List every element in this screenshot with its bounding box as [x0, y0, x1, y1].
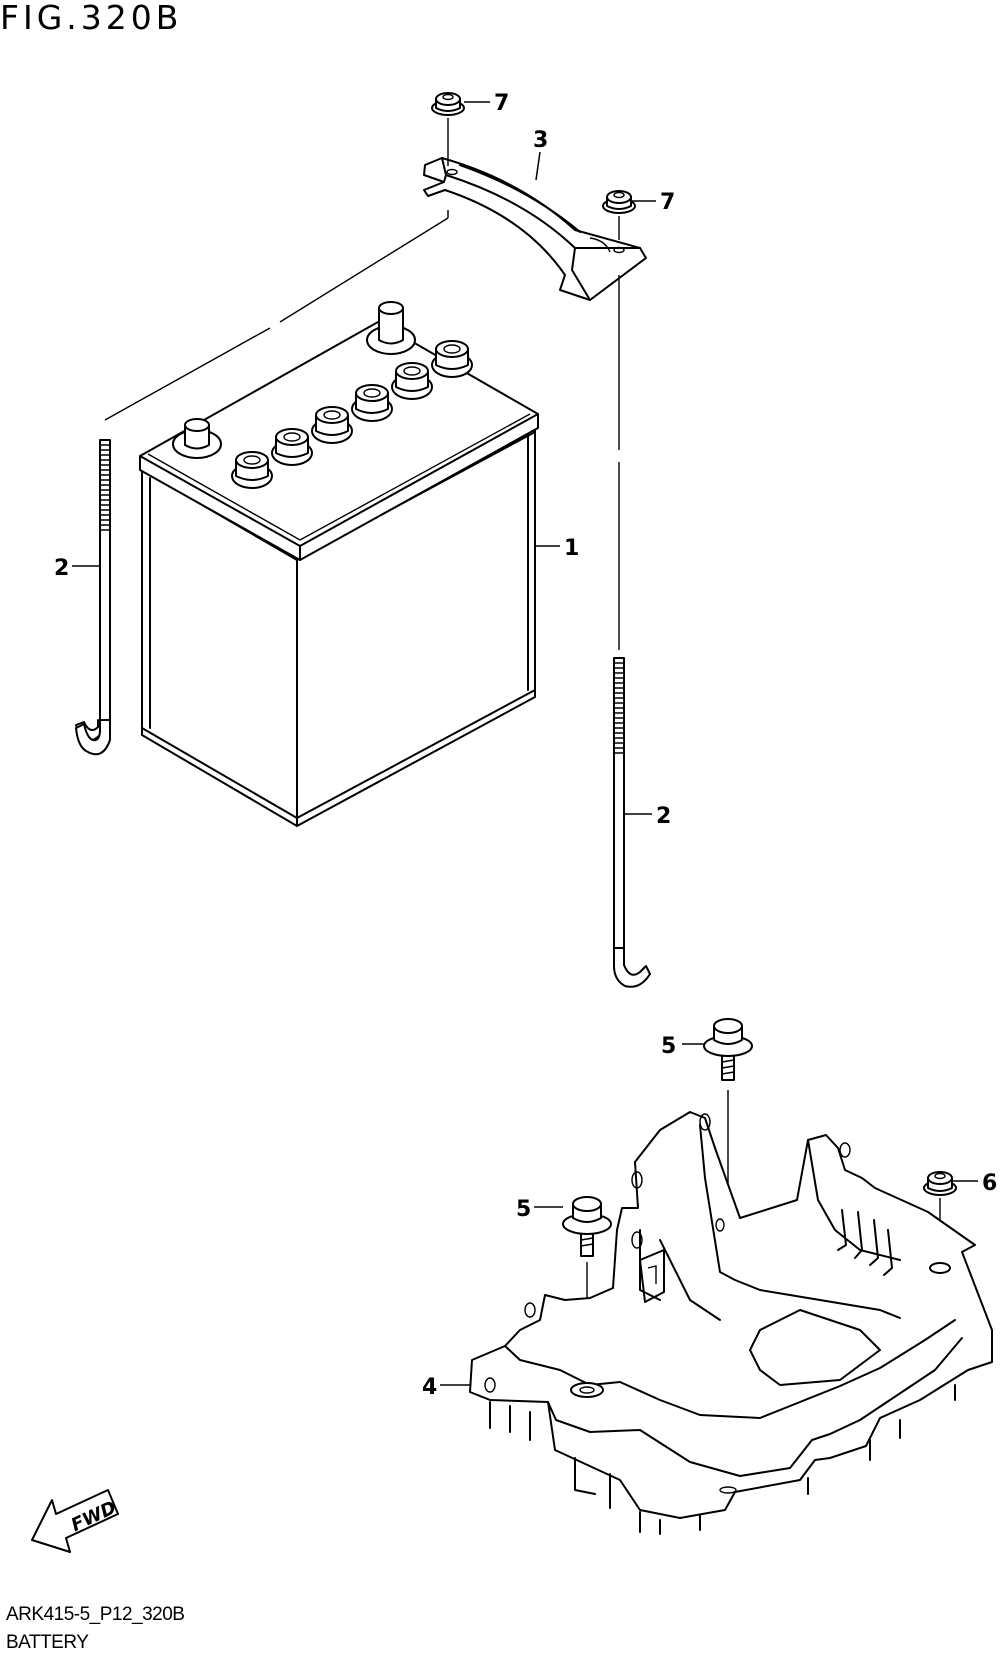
- leader-lines: [72, 101, 978, 1386]
- drawing-code: ARK415-5_P12_320B: [6, 1604, 185, 1625]
- callout-3: 3: [533, 128, 548, 153]
- part-5-bolt-left: [562, 1196, 612, 1384]
- callout-4: 4: [422, 1375, 437, 1400]
- part-2-j-bolt-left: [75, 439, 111, 756]
- drawing-name: BATTERY: [6, 1632, 89, 1653]
- callout-2-left: 2: [54, 556, 69, 581]
- callout-7-right: 7: [660, 190, 675, 215]
- callout-1: 1: [564, 536, 579, 561]
- fwd-arrow: FWD: [31, 1489, 120, 1553]
- figure-title: FIG.320B: [0, 0, 183, 37]
- center-lines: [104, 118, 620, 650]
- part-5-bolt-top: [703, 1018, 753, 1480]
- cell-caps: [231, 340, 473, 489]
- callout-7-left: 7: [494, 91, 509, 116]
- part-1-battery: [139, 301, 539, 827]
- callout-2-right: 2: [656, 804, 671, 829]
- part-4-battery-tray: [469, 1111, 993, 1535]
- part-7-nut-left: [431, 92, 465, 116]
- part-3-battery-clamp: [423, 157, 647, 301]
- callout-6: 6: [982, 1171, 997, 1196]
- callout-5-top: 5: [661, 1034, 676, 1059]
- tray-feet: [489, 1384, 956, 1535]
- part-2-j-bolt-right: [613, 657, 651, 988]
- callout-5-left: 5: [516, 1197, 531, 1222]
- callouts: 7 7 3 1 2 2 5 5 6 4: [54, 91, 997, 1400]
- part-7-nut-right: [602, 190, 636, 214]
